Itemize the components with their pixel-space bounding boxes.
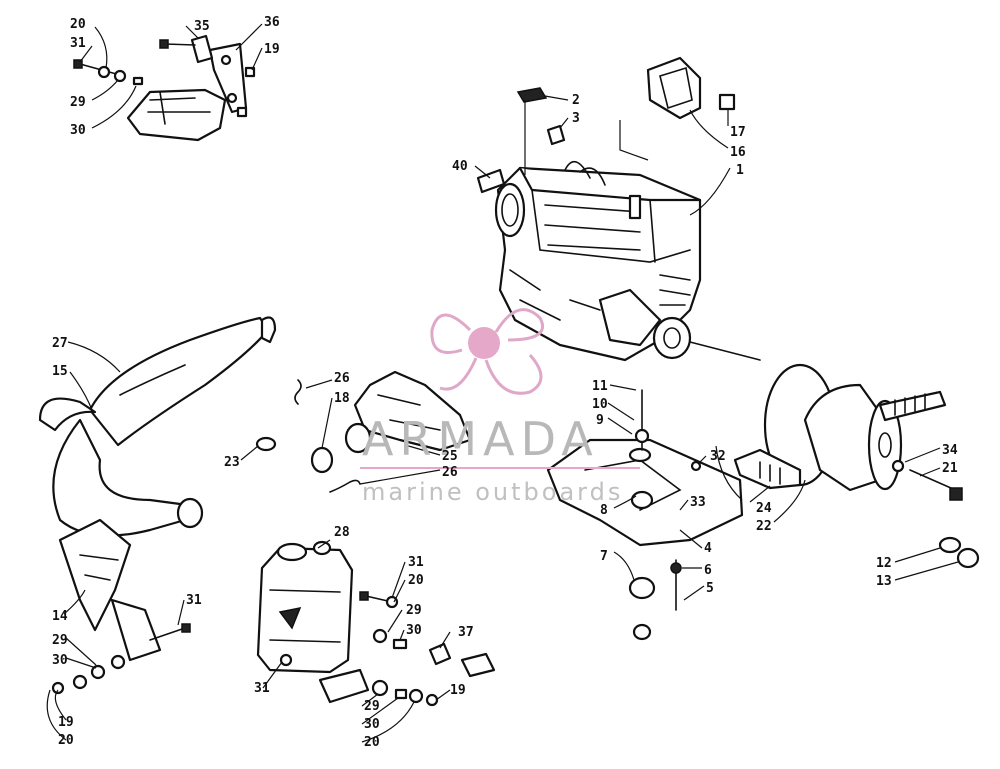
muffler-box — [256, 540, 370, 704]
engine-assembly — [494, 160, 761, 362]
callout-19: 19 — [264, 42, 280, 57]
callout-20: 20 — [70, 17, 86, 32]
watermark-tagline: marine outboards — [362, 478, 623, 506]
callout-32: 32 — [710, 449, 726, 464]
callout-36: 36 — [264, 15, 280, 30]
callout-23: 23 — [224, 455, 240, 470]
callout-31: 31 — [254, 681, 270, 696]
callout-7: 7 — [600, 549, 608, 564]
callout-26: 26 — [442, 465, 458, 480]
callout-16: 16 — [730, 145, 746, 160]
callout-22: 22 — [756, 519, 772, 534]
callout-4: 4 — [704, 541, 712, 556]
callout-20: 20 — [58, 733, 74, 748]
callout-40: 40 — [452, 159, 468, 174]
exhaust-manifold — [344, 370, 472, 454]
watermark: ARMADA marine outboards — [360, 308, 640, 506]
callout-29: 29 — [70, 95, 86, 110]
callout-30: 30 — [364, 717, 380, 732]
callout-34: 34 — [942, 443, 958, 458]
callout-1: 1 — [736, 163, 744, 178]
callout-19: 19 — [450, 683, 466, 698]
callout-5: 5 — [706, 581, 714, 596]
callout-37: 37 — [458, 625, 474, 640]
callout-29: 29 — [406, 603, 422, 618]
callout-2: 2 — [572, 93, 580, 108]
callout-27: 27 — [52, 336, 68, 351]
callout-25: 25 — [442, 449, 458, 464]
engine-small-parts — [476, 56, 736, 194]
gaskets-springs — [255, 379, 361, 493]
drive-clutch — [733, 363, 980, 569]
callout-20: 20 — [364, 735, 380, 750]
callout-30: 30 — [406, 623, 422, 638]
callout-19: 19 — [58, 715, 74, 730]
watermark-brand: ARMADA — [362, 412, 599, 466]
callout-30: 30 — [70, 123, 86, 138]
callout-33: 33 — [690, 495, 706, 510]
callout-26: 26 — [334, 371, 350, 386]
callout-18: 18 — [334, 391, 350, 406]
callout-10: 10 — [592, 397, 608, 412]
callout-31: 31 — [70, 36, 86, 51]
callout-29: 29 — [52, 633, 68, 648]
inset-bracket-assembly — [73, 34, 256, 142]
callout-24: 24 — [756, 501, 772, 516]
callout-31: 31 — [186, 593, 202, 608]
callout-20: 20 — [408, 573, 424, 588]
callout-30: 30 — [52, 653, 68, 668]
callout-12: 12 — [876, 556, 892, 571]
exhaust-pipe — [38, 316, 277, 537]
engine-mount-plate — [546, 389, 744, 641]
callout-35: 35 — [194, 19, 210, 34]
callout-17: 17 — [730, 125, 746, 140]
callout-28: 28 — [334, 525, 350, 540]
callout-6: 6 — [704, 563, 712, 578]
propeller-logo-icon — [430, 308, 544, 395]
callout-21: 21 — [942, 461, 958, 476]
callout-3: 3 — [572, 111, 580, 126]
callout-11: 11 — [592, 379, 608, 394]
callout-14: 14 — [52, 609, 68, 624]
callout-31: 31 — [408, 555, 424, 570]
callout-8: 8 — [600, 503, 608, 518]
leader-lines — [46, 23, 959, 743]
lower-middle-hardware — [279, 591, 496, 707]
callout-15: 15 — [52, 364, 68, 379]
callout-labels: 20 31 29 30 35 36 19 2 3 40 17 16 1 27 1… — [52, 15, 958, 750]
lower-left-bracket — [51, 518, 191, 695]
callout-13: 13 — [876, 574, 892, 589]
callout-29: 29 — [364, 699, 380, 714]
callout-9: 9 — [596, 413, 604, 428]
